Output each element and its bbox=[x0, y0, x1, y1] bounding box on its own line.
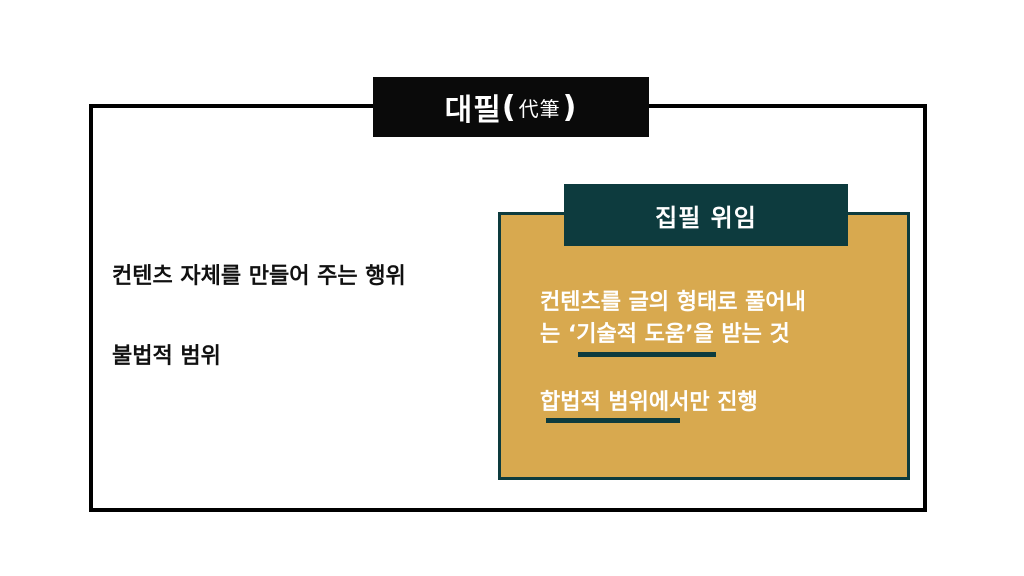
delegation-line-2: 는 ‘기술적 도움’을 받는 것 bbox=[540, 322, 790, 347]
ghostwriting-description: 컨텐츠 자체를 만들어 주는 행위 bbox=[112, 264, 406, 289]
delegation-line-1: 컨텐츠를 글의 형태로 풀어내 bbox=[540, 290, 806, 315]
delegation-line-3: 합법적 범위에서만 진행 bbox=[540, 390, 758, 415]
title-paren-open: ( bbox=[501, 89, 517, 125]
title-paren-close: ) bbox=[562, 89, 578, 125]
title-box: 대필(代筆) bbox=[373, 77, 649, 137]
title-hanja: 代筆 bbox=[518, 96, 561, 121]
legal-scope-underline bbox=[546, 418, 680, 423]
delegation-header: 집필 위임 bbox=[564, 184, 848, 246]
title-main: 대필 bbox=[444, 93, 502, 128]
technical-help-underline bbox=[578, 352, 716, 357]
ghostwriting-legality: 불법적 범위 bbox=[112, 344, 221, 369]
